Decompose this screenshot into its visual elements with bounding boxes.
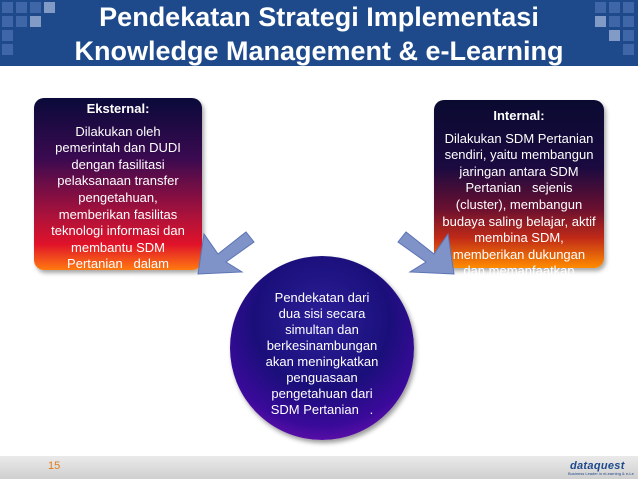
- text-line: Pertanian sejenis: [465, 180, 573, 196]
- text-line: memberikan fasilitas: [58, 206, 178, 222]
- text-line: SDM Pertanian .: [270, 402, 374, 417]
- external-heading: Eksternal:: [86, 101, 150, 116]
- text-line: Dilakukan SDM Pertanian: [444, 130, 594, 146]
- text-line: pengetahuan,: [78, 189, 158, 205]
- text-line: Pertanian dalam: [67, 256, 169, 272]
- internal-description: Dilakukan SDM Pertanian sendiri, yaitu m…: [434, 125, 604, 297]
- text-line: pemerintah dan DUDI: [55, 140, 181, 156]
- text-line: berkesinambungan: [266, 338, 378, 353]
- text-line: memberikan dukungan: [452, 246, 586, 262]
- logo-tagline: Business Leader in eLearning & e-Learnin…: [568, 471, 634, 476]
- right-arrow-icon: [397, 231, 455, 275]
- external-description: Dilakukan oleh pemerintah dan DUDI denga…: [34, 118, 202, 290]
- text-line: Pendekatan dari: [274, 290, 370, 305]
- text-line: sendiri, yaitu membangun: [444, 147, 594, 163]
- text-line: jaringan antara SDM: [459, 163, 579, 179]
- text-line: pengetahuan dari: [271, 386, 373, 401]
- text-line: dan memanfaatkan: [463, 263, 575, 279]
- title-band: Pendekatan Strategi Implementasi Knowled…: [0, 0, 638, 66]
- text-line: teknologi informasi dan: [51, 223, 185, 239]
- page-number: 15: [48, 460, 61, 472]
- text-line: pelaksanaan transfer: [57, 173, 179, 189]
- text-line: membantu SDM: [71, 239, 165, 255]
- text-line: akan meningkatkan: [265, 354, 379, 369]
- text-line: (cluster), membangun: [455, 196, 583, 212]
- center-summary-text: Pendekatan dari dua sisi secara simultan…: [246, 290, 398, 418]
- dataquest-logo: dataquest Business Leader in eLearning &…: [568, 460, 634, 478]
- text-line: Dilakukan oleh: [75, 123, 161, 139]
- decorative-tiles: [2, 2, 634, 55]
- footer-bar: [0, 456, 638, 479]
- logo-wordmark: dataquest: [570, 460, 625, 472]
- text-line: dengan fasilitasi: [71, 156, 165, 172]
- text-line: dua sisi secara: [278, 306, 366, 321]
- text-line: simultan dan: [285, 322, 359, 337]
- text-line: membangun jaringan.: [55, 272, 181, 288]
- center-summary-circle: Pendekatan dari dua sisi secara simultan…: [230, 256, 414, 440]
- internal-heading: Internal:: [493, 108, 545, 123]
- slide-title-line-2: Knowledge Management & e-Learning: [74, 36, 564, 66]
- slide-title-line-1: Pendekatan Strategi Implementasi: [99, 2, 539, 32]
- text-line: budaya saling belajar, aktif: [442, 213, 596, 229]
- text-line: teknologi informasi.: [463, 279, 575, 295]
- internal-approach-box: Internal: Dilakukan SDM Pertanian sendir…: [434, 100, 604, 295]
- text-line: membina SDM,: [474, 230, 564, 246]
- left-arrow-icon: [197, 231, 255, 275]
- external-approach-box: Eksternal: Dilakukan oleh pemerintah dan…: [34, 98, 202, 288]
- text-line: penguasaan: [286, 370, 358, 385]
